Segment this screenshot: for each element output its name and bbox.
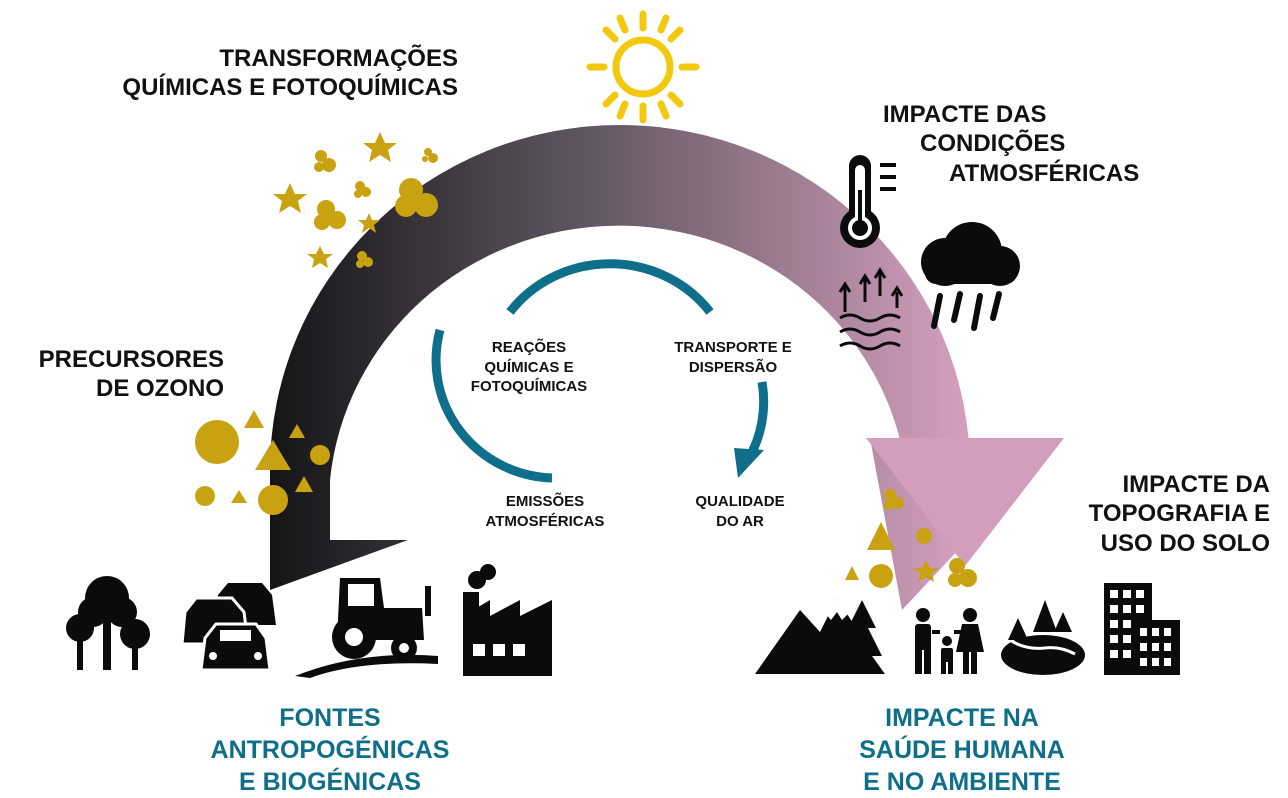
cycle-transport-label: TRANSPORTE E DISPERSÃO [650,338,816,377]
cluster-particle [356,251,373,268]
cycle-arrowhead [734,448,764,478]
cycle-arc-top [506,259,714,315]
label-line: SAÚDE HUMANA [859,736,1065,764]
sources-label: FONTES ANTROPOGÉNICAS E BIOGÉNICAS [180,702,480,798]
thermometer-icon [840,155,896,248]
label-line: E NO AMBIENTE [863,768,1061,796]
label-line: EMISSÕES [505,493,585,510]
transformations-label: TRANSFORMAÇÕES QUÍMICAS E FOTOQUÍMICAS [60,44,458,103]
ozone-precursors-label: PRECURSORES DE OZONO [14,345,224,404]
label-line: TRANSPORTE E [674,339,792,356]
star-particle [273,183,307,213]
label-line: IMPACTE DA [1122,471,1270,498]
health-impact-label: IMPACTE NA SAÚDE HUMANA E NO AMBIENTE [812,702,1112,798]
star-particle [358,213,380,233]
topography-label: IMPACTE DA TOPOGRAFIA E USO DO SOLO [1050,470,1270,558]
cluster-particle [354,181,371,198]
rain-cloud-icon [921,222,1020,331]
cycle-reactions-label: REAÇÕES QUÍMICAS E FOTOQUÍMICAS [444,338,614,397]
label-line: TOPOGRAFIA E [1088,500,1270,528]
cluster-particle [395,178,438,217]
label-line: DISPERSÃO [688,358,778,376]
impact-particles [845,489,977,588]
label-line: DO AR [716,512,764,530]
family-icon [915,608,984,674]
label-line: PRECURSORES [38,346,224,373]
label-line: ATMOSFÉRICAS [485,512,605,530]
factory-icon [463,564,552,676]
label-line: FOTOQUÍMICAS [470,378,588,395]
label-line: QUALIDADE [695,493,785,510]
label-line: QUÍMICAS E FOTOQUÍMICAS [122,74,458,102]
cluster-particle [314,200,346,230]
label-line: ANTROPOGÉNICAS [210,736,450,764]
cluster-particle [314,150,336,172]
cycle-emissions-label: EMISSÕES ATMOSFÉRICAS [462,492,628,531]
label-line: REAÇÕES [491,339,567,356]
lake-icon [1001,600,1085,675]
evaporation-icon [838,267,904,351]
mountains-icon [755,598,885,674]
label-line: FONTES [279,704,381,732]
transformation-particles [273,132,438,268]
label-line: DE OZONO [95,375,224,403]
precursor-particles [195,410,330,515]
label-line: ATMOSFÉRICAS [949,159,1140,187]
tractor-icon [295,578,438,678]
cycle-air-quality-label: QUALIDADE DO AR [670,492,810,531]
buildings-icon [1104,583,1180,675]
star-particle [363,132,397,162]
label-line: IMPACTE NA [885,704,1039,732]
sun-icon [586,10,700,124]
trees-icon [66,576,150,670]
cycle-arc-right [744,381,769,463]
atmospheric-conditions-label: IMPACTE DAS CONDIÇÕES ATMOSFÉRICAS [883,100,1183,188]
cars-icon [180,583,276,672]
label-line: CONDIÇÕES [920,130,1066,158]
label-line: IMPACTE DAS [883,101,1047,128]
label-line: E BIOGÉNICAS [239,768,421,796]
arc-arrowhead [866,438,1064,566]
cycle-arc-left [431,328,553,483]
label-line: USO DO SOLO [1100,529,1270,557]
label-line: TRANSFORMAÇÕES [219,45,458,72]
star-particle [307,246,333,268]
cluster-particle [422,148,438,163]
label-line: QUÍMICAS E [484,358,574,376]
